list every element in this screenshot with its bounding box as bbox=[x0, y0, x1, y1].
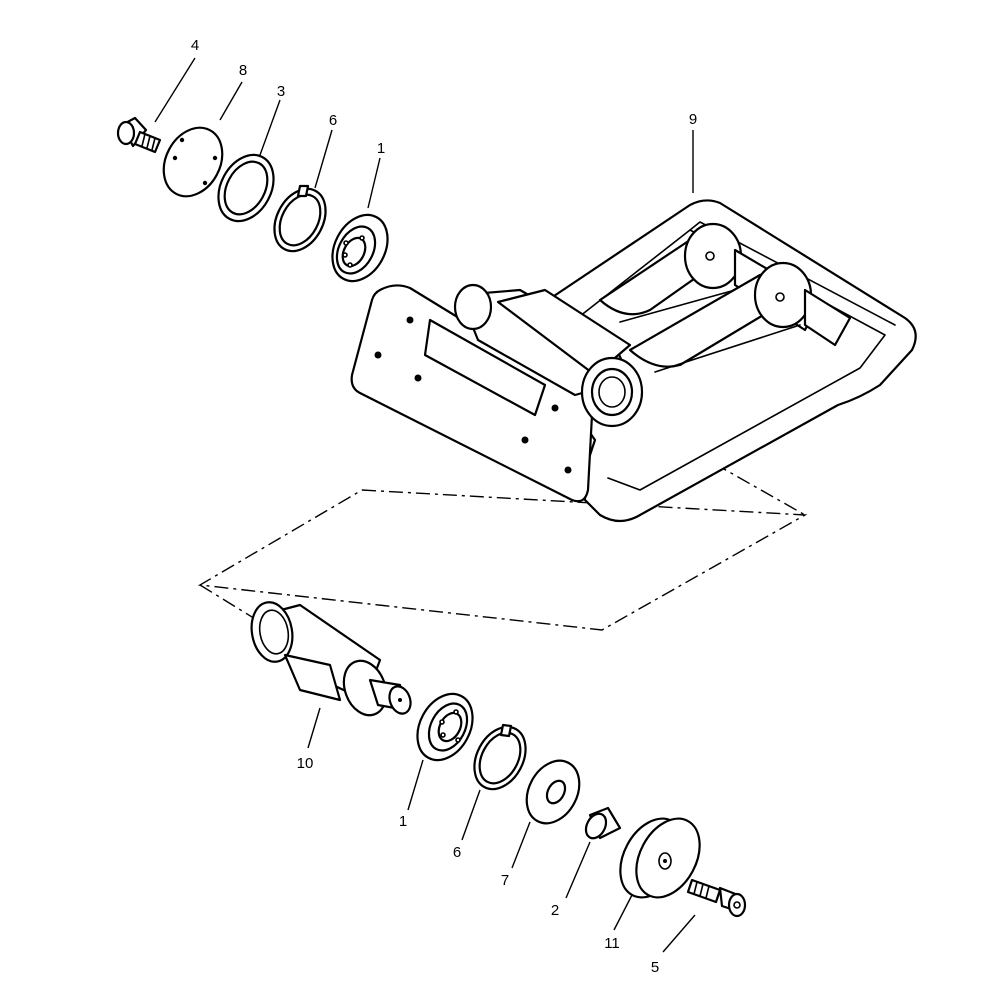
callout-6-bottom: 6 bbox=[453, 844, 461, 861]
callout-1-top: 1 bbox=[377, 140, 385, 157]
exciter-shaft-part-10 bbox=[250, 601, 412, 717]
callout-5: 5 bbox=[651, 959, 659, 976]
callout-7: 7 bbox=[501, 872, 509, 889]
callout-2: 2 bbox=[551, 902, 559, 919]
callout-9: 9 bbox=[689, 111, 697, 128]
ball-bearing-part-1-bottom bbox=[416, 692, 474, 762]
seal-ring-part-3 bbox=[217, 153, 275, 223]
cover-disc-part-8 bbox=[162, 126, 224, 198]
exciter-housing bbox=[453, 283, 644, 428]
base-plate-part-9 bbox=[350, 199, 917, 523]
middle-pocket bbox=[628, 261, 852, 373]
washer-part-7 bbox=[525, 759, 581, 825]
callout-10: 10 bbox=[297, 755, 314, 772]
circlip-part-6-bottom bbox=[473, 723, 527, 791]
callout-1-bottom: 1 bbox=[399, 813, 407, 830]
ball-bearing-part-1-top bbox=[331, 213, 389, 283]
pulley-part-11 bbox=[619, 817, 701, 899]
callout-8: 8 bbox=[239, 62, 247, 79]
callout-labels: 4 8 3 6 1 9 10 1 6 7 2 11 5 bbox=[191, 37, 697, 976]
callout-6-top: 6 bbox=[329, 112, 337, 129]
callout-3: 3 bbox=[277, 83, 285, 100]
bushing-part-2 bbox=[584, 806, 622, 840]
cap-screw-part-4 bbox=[116, 116, 162, 154]
callout-11: 11 bbox=[604, 935, 620, 952]
callout-4-top: 4 bbox=[191, 37, 199, 54]
leader-lines bbox=[154, 57, 696, 953]
cap-screw-part-5 bbox=[686, 878, 747, 918]
circlip-part-6-top bbox=[273, 184, 327, 253]
